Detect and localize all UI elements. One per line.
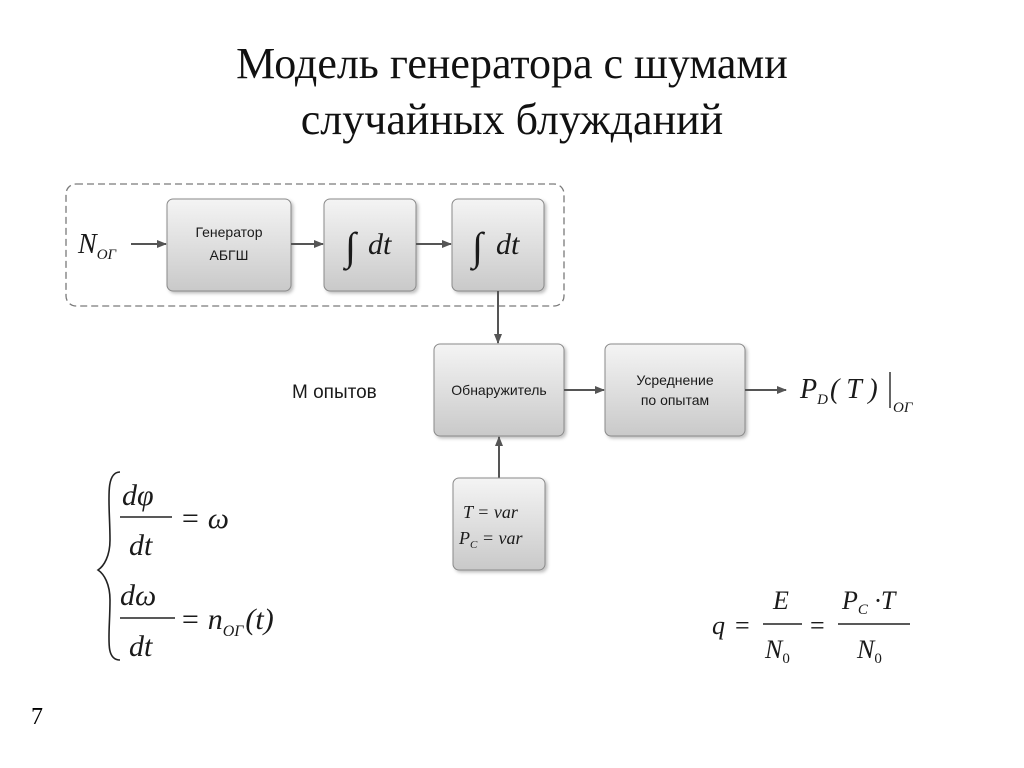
averaging-label-1: Усреднение	[636, 372, 713, 388]
generator-label-1: Генератор	[195, 224, 262, 240]
system-brace	[96, 471, 121, 661]
output-condition-sub: ОГ	[893, 400, 914, 416]
slide-title: Модель генератора с шумами случайных блу…	[0, 36, 1024, 148]
eq1-denominator: dt	[129, 529, 153, 562]
averaging-block: Усреднение по опытам	[604, 343, 746, 437]
eq2-denominator: dt	[129, 630, 153, 663]
svg-text:PD( T ): PD( T )	[799, 374, 878, 408]
title-line-1: Модель генератора с шумами	[236, 39, 788, 88]
detector-label: Обнаружитель	[451, 382, 546, 398]
q-symbol: q	[712, 611, 725, 640]
param-t-var: T = var	[463, 502, 519, 522]
param-pc-var: PC = var	[458, 528, 523, 551]
f2-denominator: N0	[856, 635, 882, 667]
equation-system: dφ dt = ω dω dt = nОГ(t)	[96, 471, 274, 663]
integrator-block-1: ∫ dt	[323, 198, 417, 292]
eq1-rhs: = ω	[180, 502, 229, 535]
integral-sign-1: ∫	[342, 224, 359, 271]
parameters-block: T = var PC = var	[452, 477, 546, 571]
experiments-label: М опытов	[292, 382, 377, 403]
noise-model-frame	[65, 183, 565, 307]
integral-sign-2: ∫	[469, 224, 486, 271]
title-line-2: случайных блужданий	[300, 95, 724, 144]
q-equals-1: =	[735, 611, 750, 640]
output-expression: PD( T ) ОГ	[799, 372, 914, 416]
detector-block: Обнаружитель	[433, 343, 565, 437]
integrator-variable-1: dt	[368, 228, 392, 261]
f1-numerator: E	[772, 586, 789, 615]
eq2-numerator: dω	[120, 579, 156, 612]
snr-formula: q = E N0 = PC ·T N0	[712, 586, 910, 667]
input-symbol: NОГ	[77, 229, 118, 263]
generator-block: Генератор АБГШ	[166, 198, 292, 292]
output-p: P	[799, 374, 817, 405]
eq1-numerator: dφ	[122, 479, 154, 512]
q-equals-2: =	[810, 611, 825, 640]
output-arg: ( T )	[830, 374, 878, 405]
averaging-label-2: по опытам	[641, 392, 709, 408]
eq2-rhs: = nОГ(t)	[180, 603, 274, 640]
integrator-block-2: ∫ dt	[451, 198, 545, 292]
f2-numerator: PC ·T	[841, 586, 897, 618]
integrator-variable-2: dt	[496, 228, 520, 261]
page-number: 7	[31, 704, 43, 730]
f1-denominator: N0	[764, 635, 790, 667]
generator-label-2: АБГШ	[210, 247, 249, 263]
output-p-sub: D	[816, 392, 828, 408]
